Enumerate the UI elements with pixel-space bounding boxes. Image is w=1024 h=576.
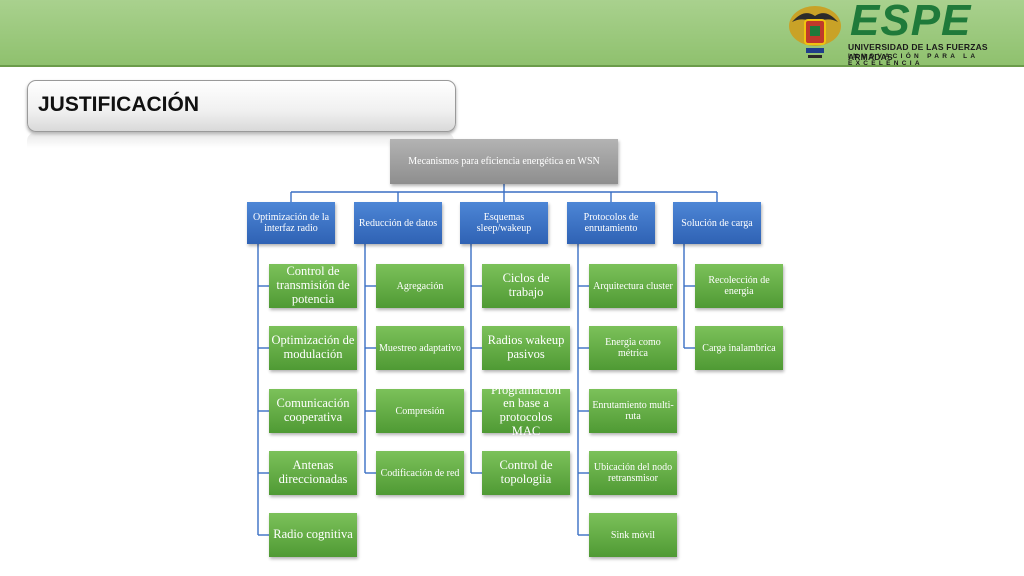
- title-reflection: [27, 132, 454, 148]
- leaf-mobile-sink: Sink móvil: [589, 513, 677, 557]
- university-name: UNIVERSIDAD DE LAS FUERZAS ARMADAS: [848, 42, 988, 62]
- leaf-cooperative-communication: Comunicación cooperativa: [269, 389, 357, 433]
- leaf-topology-control: Control de topologiia: [482, 451, 570, 495]
- leaf-modulation-optimization: Optimización de modulación: [269, 326, 357, 370]
- category-routing-protocols: Protocolos de enrutamiento: [567, 202, 655, 244]
- leaf-duty-cycles: Ciclos de trabajo: [482, 264, 570, 308]
- leaf-multipath-routing: Enrutamiento multi-ruta: [589, 389, 677, 433]
- root-node: Mecanismos para eficiencia energética en…: [390, 139, 618, 184]
- leaf-cluster-architecture: Arquitectura cluster: [589, 264, 677, 308]
- category-radio-interface: Optimización de la interfaz radio: [247, 202, 335, 244]
- category-sleep-wakeup: Esquemas sleep/wakeup: [460, 202, 548, 244]
- leaf-wireless-charging: Carga inalambrica: [695, 326, 783, 370]
- leaf-aggregation: Agregación: [376, 264, 464, 308]
- leaf-power-control: Control de transmisión de potencia: [269, 264, 357, 308]
- slide-title: JUSTIFICACIÓN: [38, 93, 200, 116]
- leaf-energy-harvesting: Recolección de energia: [695, 264, 783, 308]
- leaf-directional-antennas: Antenas direccionadas: [269, 451, 357, 495]
- espe-logo-text: ESPE: [850, 0, 972, 45]
- leaf-adaptive-sampling: Muestreo adaptativo: [376, 326, 464, 370]
- leaf-passive-wakeup-radios: Radios wakeup pasivos: [482, 326, 570, 370]
- category-data-reduction: Reducción de datos: [354, 202, 442, 244]
- university-motto: INNOVACIÓN PARA LA EXCELENCIA: [848, 53, 979, 67]
- espe-crest-logo: [786, 2, 844, 62]
- leaf-cognitive-radio: Radio cognitiva: [269, 513, 357, 557]
- leaf-relay-node-location: Ubicación del nodo retransmisor: [589, 451, 677, 495]
- category-charging-solution: Solución de carga: [673, 202, 761, 244]
- leaf-network-coding: Codificación de red: [376, 451, 464, 495]
- leaf-energy-metric: Energia como métrica: [589, 326, 677, 370]
- leaf-compression: Compresión: [376, 389, 464, 433]
- header-band: [0, 0, 1024, 67]
- leaf-mac-scheduling: Programación en base a protocolos MAC: [482, 383, 570, 438]
- slide-title-box: JUSTIFICACIÓN: [27, 80, 456, 132]
